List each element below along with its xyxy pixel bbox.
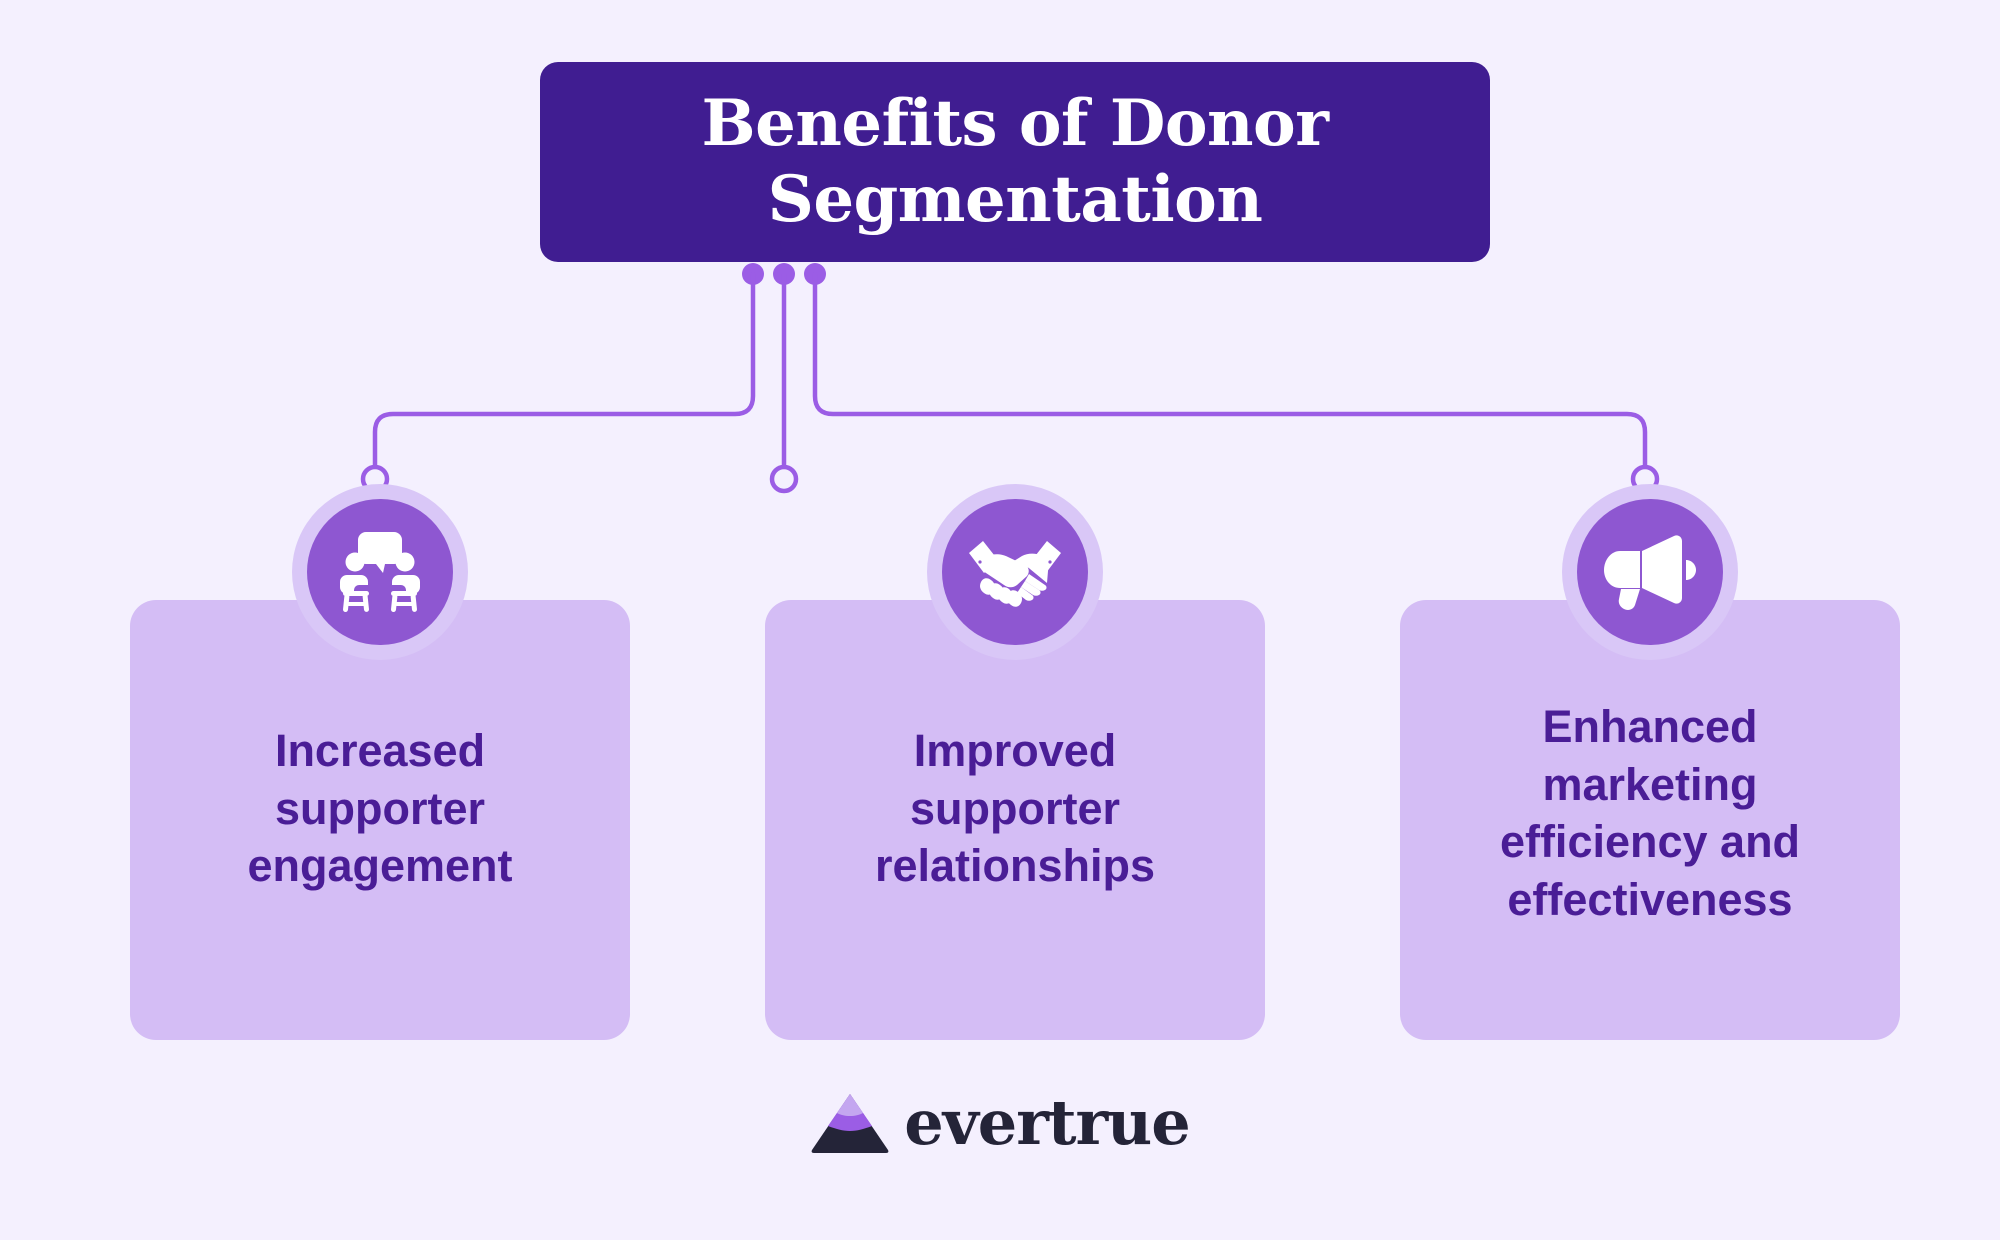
benefit-card-1[interactable]: Increased supporter engagement (130, 600, 630, 1040)
connector-dot-group (742, 263, 826, 285)
connector-endpoint-center (769, 464, 799, 494)
benefit-card-2[interactable]: Improved supporter relationships (765, 600, 1265, 1040)
page-title: Benefits of Donor Segmentation (701, 86, 1329, 237)
benefit-icon-badge-1 (292, 484, 468, 660)
benefit-icon-badge-3 (1562, 484, 1738, 660)
benefit-column-3[interactable]: Enhanced marketing efficiency and effect… (1400, 484, 1900, 1040)
handshake-icon (942, 499, 1088, 645)
benefit-card-2-label: Improved supporter relationships (874, 725, 1156, 892)
triangle-mountain-icon (811, 1094, 889, 1153)
evertrue-logo: evertrue (0, 1092, 2000, 1154)
benefit-card-3[interactable]: Enhanced marketing efficiency and effect… (1400, 600, 1900, 1040)
benefit-icon-badge-2 (927, 484, 1103, 660)
benefit-column-2[interactable]: Improved supporter relationships (765, 484, 1265, 1040)
connector-dot-center (773, 263, 795, 285)
people-conversation-icon (307, 499, 453, 645)
connector-dot-left (742, 263, 764, 285)
benefit-column-1[interactable]: Increased supporter engagement (130, 484, 630, 1040)
benefit-card-3-label: Enhanced marketing efficiency and effect… (1499, 701, 1801, 925)
connector-path-left (372, 271, 756, 469)
header-box: Benefits of Donor Segmentation (540, 62, 1490, 262)
connector-path-right (812, 271, 1648, 469)
megaphone-icon (1577, 499, 1723, 645)
connector-dot-right (804, 263, 826, 285)
benefit-card-1-label: Increased supporter engagement (247, 725, 513, 892)
evertrue-wordmark: evertrue (904, 1086, 1190, 1159)
